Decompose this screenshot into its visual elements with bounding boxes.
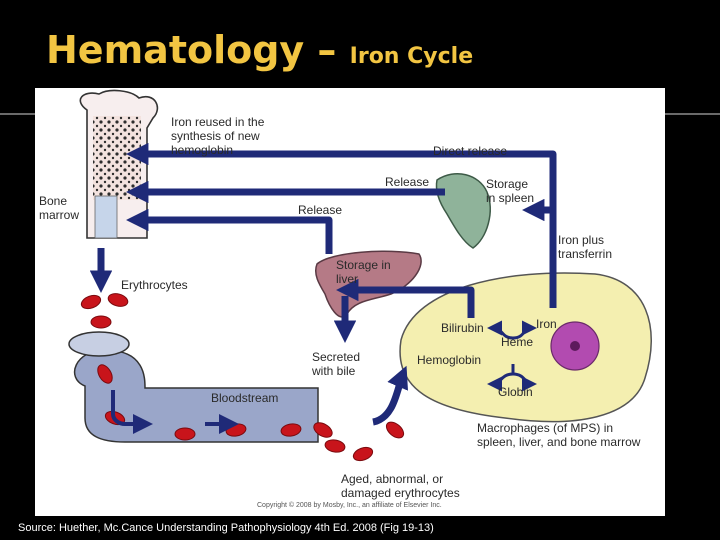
label-aged-erythrocytes: Aged, abnormal, or damaged erythrocytes (341, 472, 460, 500)
label-globin: Globin (498, 385, 533, 399)
label-storage-spleen: Storage in spleen (486, 177, 535, 205)
heme-split-arrows (487, 320, 537, 392)
bone-icon (79, 89, 159, 239)
rbc-group (80, 293, 405, 462)
label-erythrocytes: Erythrocytes (121, 278, 188, 292)
label-heme: Heme (501, 335, 534, 349)
bloodstream-flow-arrows (111, 390, 239, 434)
label-secreted-bile: Secreted with bile (312, 350, 361, 378)
label-bilirubin: Bilirubin (441, 321, 484, 335)
label-storage-liver: Storage in liver (336, 258, 391, 286)
label-release-spleen: Release (385, 175, 430, 189)
divider-left (0, 113, 35, 115)
label-iron: Iron (536, 317, 557, 331)
to-liver-arrow (336, 278, 475, 318)
slide-title-sub: Iron Cycle (349, 44, 474, 69)
figure-copyright: Copyright © 2008 by Mosby, Inc., an affi… (257, 502, 442, 509)
slide-title-main: Hematology – (46, 28, 350, 72)
direct-release-arrow (126, 142, 557, 308)
label-hemoglobin: Hemoglobin (417, 353, 482, 367)
divider-right (665, 113, 720, 115)
slide-title: Hematology – Iron Cycle (46, 28, 473, 72)
spleen-shape (435, 173, 491, 249)
source-citation: Source: Huether, Mc.Cance Understanding … (18, 522, 434, 534)
label-bloodstream: Bloodstream (211, 391, 279, 405)
release-liver-arrow (126, 208, 333, 254)
to-macrophage-arrow (371, 365, 409, 426)
macrophage-cell (399, 272, 652, 423)
label-macrophages: Macrophages (of MPS) in spleen, liver, a… (477, 421, 641, 449)
label-iron-reused: Iron reused in the synthesis of new hemo… (171, 115, 265, 157)
flow-arrows (89, 142, 557, 426)
macrophage-nucleus (550, 321, 600, 371)
iron-cycle-diagram (68, 89, 652, 462)
label-direct-release: Direct release (433, 144, 508, 158)
iron-cycle-figure: Iron reused in the synthesis of new hemo… (35, 88, 665, 516)
label-bone-marrow: Bone marrow (39, 194, 80, 222)
label-release-liver: Release (298, 203, 343, 217)
label-iron-transferrin: Iron plus transferrin (558, 233, 613, 261)
